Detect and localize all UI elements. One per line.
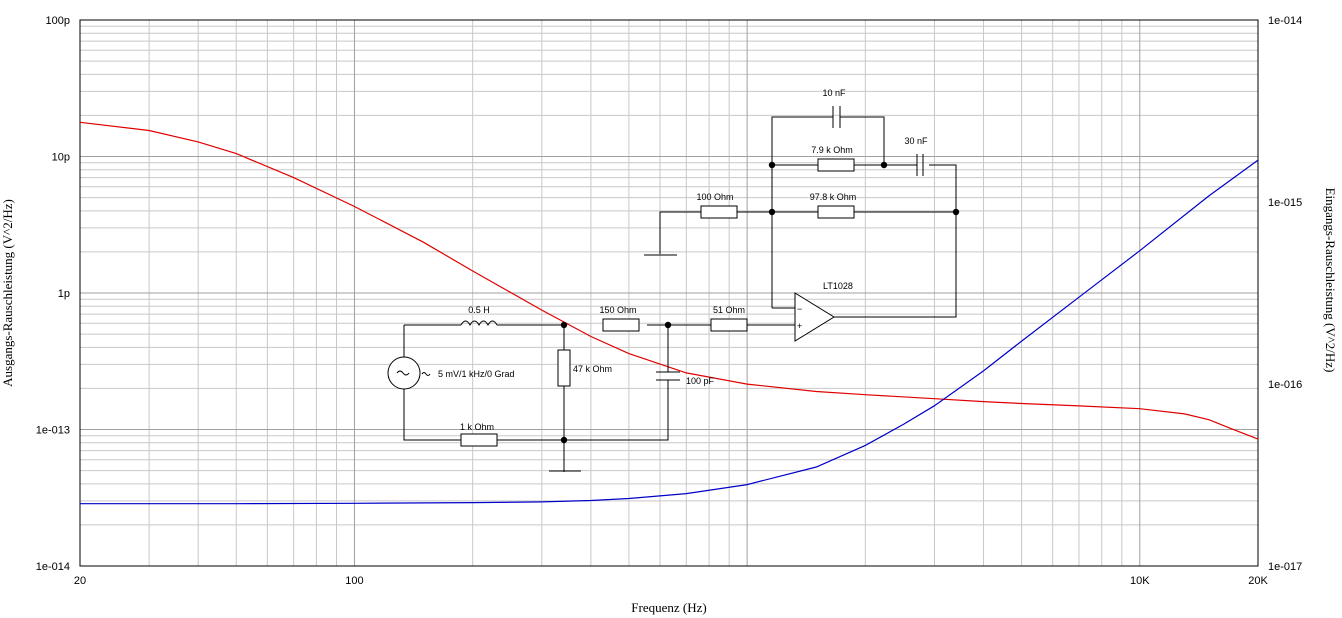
junction-dot [768,208,776,216]
junction-dot [560,436,568,444]
y-left-tick-label: 1p [58,288,70,300]
opamp-symbol [794,292,835,342]
source-tilde-glyph [421,372,431,376]
series-layer [79,121,1259,505]
major-gridlines [80,20,1258,566]
r-150-label: 150 Ohm [599,305,636,315]
y-right-tick-label: 1e-017 [1268,561,1302,573]
resistor-100 [700,205,738,219]
x-tick-label: 10K [1130,575,1150,587]
plot-frame [79,19,1259,567]
y-right-tick-label: 1e-016 [1268,379,1302,391]
junction-dot [768,161,776,169]
resistor-47k [557,349,571,387]
y-left-axis-title: Ausgangs-Rauschleistung (V^2/Hz) [0,199,15,387]
r-7-9k-label: 7.9 k Ohm [811,145,853,155]
c-10n-label: 10 nF [822,88,846,98]
opamp-plus: + [797,321,802,331]
x-tick-label: 20 [74,575,86,587]
capacitor-10n [832,106,841,128]
r-47k-label: 47 k Ohm [573,364,612,374]
voltage-source-symbol [387,356,421,390]
x-tick-label: 100 [345,575,363,587]
y-left-tick-label: 100p [46,15,70,27]
y-right-tick-label: 1e-015 [1268,197,1302,209]
gain-network-wire [644,164,956,256]
x-tick-labels: 20 100 10K 20K [74,575,1269,587]
capacitor-100p [656,371,680,381]
y-left-tick-label: 1e-013 [36,425,70,437]
y-left-tick-labels: 100p 10p 1p 1e-013 1e-014 [36,15,70,573]
resistor-150 [602,318,640,332]
junction-dot [664,321,672,329]
y-left-tick-label: 10p [52,152,70,164]
inductor-label: 0.5 H [468,305,490,315]
circuit-schematic: 0.5 H 5 mV/1 kHz/0 Grad 47 k Ohm 1 k Ohm… [387,88,960,472]
resistor-97-8k [817,205,855,219]
y-right-axis-title: Eingangs-Rauschleistung (V^2/Hz) [1323,188,1338,373]
inductor-symbol [460,320,498,327]
opamp-minus: − [797,304,802,314]
r-100-label: 100 Ohm [696,192,733,202]
source-label: 5 mV/1 kHz/0 Grad [438,369,515,379]
feedback-wire [771,116,957,318]
source-sine-glyph [396,370,410,376]
c-100p-label: 100 pF [686,376,715,386]
x-axis-title: Frequenz (Hz) [631,600,706,615]
y-left-tick-label: 1e-014 [36,561,70,573]
y-right-tick-label: 1e-014 [1268,15,1302,27]
resistor-7-9k [817,158,855,172]
input-loop-wire [403,324,669,441]
resistor-51 [710,318,748,332]
x-tick-label: 20K [1248,575,1268,587]
output-noise-line [79,121,1259,440]
junction-dot [880,161,888,169]
capacitor-30n [916,154,924,176]
resistor-1k [460,433,498,447]
shunt-resistor-wire [549,325,581,472]
junction-dot [952,208,960,216]
opamp-label: LT1028 [823,281,853,291]
r-1k-label: 1 k Ohm [460,422,494,432]
c-30n-label: 30 nF [904,136,928,146]
r-51-label: 51 Ohm [713,305,745,315]
input-noise-line [80,159,1259,505]
y-right-tick-labels: 1e-014 1e-015 1e-016 1e-017 [1268,15,1302,573]
junction-dot [560,321,568,329]
r-97-8k-label: 97.8 k Ohm [810,192,857,202]
